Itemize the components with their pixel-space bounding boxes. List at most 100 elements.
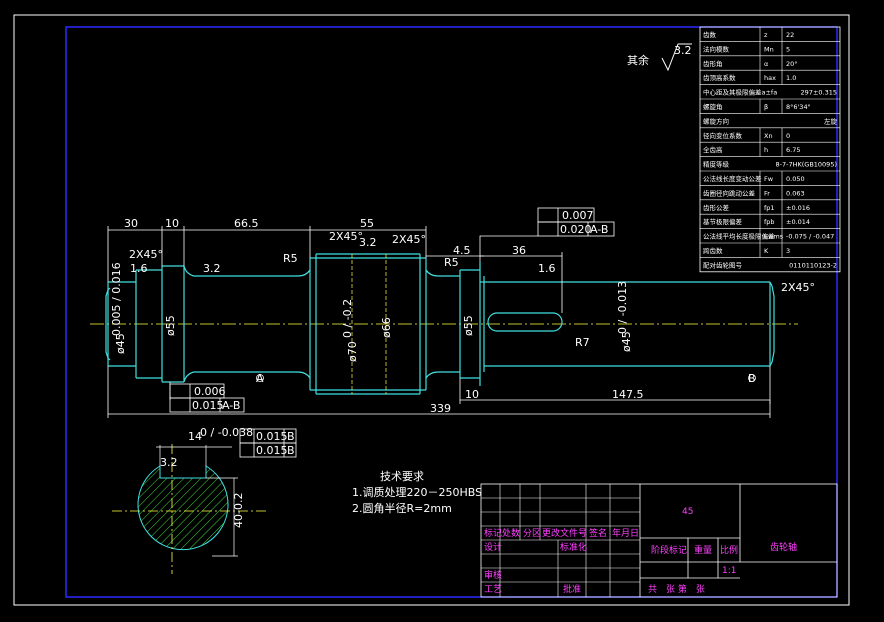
param-value: ±0.014 [786,218,810,226]
tb-hdr-3: 更改文件号 [542,527,587,539]
dia-45-right: ø45 [620,331,633,352]
fcf-upper-1: 0.007 [562,209,594,222]
fcf-key [239,428,297,458]
dim-55: 55 [360,217,374,230]
param-name: 中心距及其极限偏差a±fa [703,88,777,97]
param-value: 5 [786,45,790,53]
gear-pitch-lines [351,254,387,394]
roughness-value: 3.2 [674,44,692,57]
param-name: 螺旋角 [703,102,723,111]
datum-a: A [256,372,264,385]
tb-hdr-0: 标记 [484,527,502,539]
outer-frame [13,14,850,606]
param-symbol: β [764,103,768,111]
dia-66: ø66 [380,317,393,338]
param-name: 齿圈径向跳动公差 [703,188,756,197]
param-symbol: α [764,60,768,68]
tb-process: 工艺 [484,584,502,595]
param-symbol: Fw [764,175,774,183]
param-symbol: Mn [764,45,774,53]
shaft-outline [105,253,775,395]
fcf-upper-2-ref: A-B [590,223,608,236]
param-name: 公法线平均长度极限偏差 [703,232,775,241]
title-block-grid [481,484,640,597]
tech-item-1: 1.调质处理220－250HBS [352,486,482,499]
chamfer-right: 2X45° [781,281,815,294]
param-value: 3 [786,247,790,255]
param-value: 297±0.315 [801,89,837,97]
param-symbol: Fr [764,189,770,197]
dim-66-5: 66.5 [234,217,259,230]
title-block [480,483,838,598]
dim-36: 36 [512,244,526,257]
tech-title: 技术要求 [380,470,424,483]
fillet-r5-left: R5 [283,252,298,265]
param-value: 20° [786,60,798,68]
param-value: 0.050 [786,175,805,183]
roughness-symbol [661,43,692,72]
dim-30: 30 [124,217,138,230]
fcf-lower-2: 0.015 [192,399,224,412]
fcf-key-par-val: 0.015 [256,444,288,457]
chamfer-gear-left: 2X45° [329,230,363,243]
dimension-texts: 30 10 66.5 55 4.5 36 10 147.5 339 2X45° … [110,217,815,415]
dim-147-5: 147.5 [612,388,644,401]
tb-weight: 重量 [694,544,712,556]
param-value: ±0.016 [786,204,810,212]
param-name: 公法线长度变动公差 [703,174,762,183]
param-symbol: z [764,31,768,39]
fcf-upper-2: 0.020 [560,223,592,236]
dia-70: ø70 [346,341,359,362]
datum-b: B [748,372,756,385]
param-name: 齿数 [703,30,717,39]
dim-339: 339 [430,402,451,415]
param-name: 齿顶高系数 [703,73,736,82]
dimension-lines [107,226,771,418]
param-symbol: h [764,146,768,154]
roughness-label: 其余 [627,53,649,67]
tb-approve: 批准 [563,583,581,595]
tb-review: 审核 [484,569,502,581]
tb-standard: 标准化 [560,541,587,553]
chamfer-gear-right: 2X45° [392,233,426,246]
dim-10a: 10 [165,217,179,230]
section-rough: 3.2 [160,456,178,469]
param-symbol: hax [764,74,776,82]
fcf-lower [169,383,245,413]
param-name: 基节极限偏差 [703,217,743,226]
param-table-frame [699,26,841,273]
param-value: 0110110123-2 [789,261,837,269]
param-value: 左旋 [824,116,838,125]
dia-55-right: ø55 [462,315,475,336]
roughness-note: 其余 3.2 [627,43,692,72]
chamfer-left: 2X45° [129,248,163,261]
tb-hdr-4: 签名 [589,527,607,539]
param-name: 齿形角 [703,59,723,68]
fcf-key-par-ref: B [287,444,295,457]
param-name: 螺旋方向 [703,116,729,125]
tb-hdr-1: 处数 [502,527,520,539]
fcf-lower-2-ref: A-B [222,399,240,412]
param-value: 0 [786,132,790,140]
param-value: 0.063 [786,189,805,197]
tech-item-2: 2.圆角半径R=2mm [352,501,452,515]
fcf-key-sym-val: 0.015 [256,430,288,443]
rough-3-2-left: 3.2 [203,262,221,275]
param-name: 配对齿轮图号 [703,260,743,269]
param-name: 法向模数 [703,44,730,53]
param-symbol: Ewms [764,233,784,241]
tb-hdr-5: 年月日 [612,527,639,539]
dia-45-left: ø45 [114,333,127,354]
param-symbol: fp1 [764,204,775,212]
tb-material: 45 [682,507,693,517]
tb-sheet: 共 张 第 张 [648,583,705,595]
dia-45-right-tol: 0 / -0.013 [616,281,629,334]
section-view [112,444,268,574]
param-name: 全齿高 [703,145,723,154]
param-symbol: fpb [764,218,775,226]
param-value: 22 [786,31,794,39]
datum-markers [256,374,756,382]
rough-1-6-right: 1.6 [538,262,556,275]
